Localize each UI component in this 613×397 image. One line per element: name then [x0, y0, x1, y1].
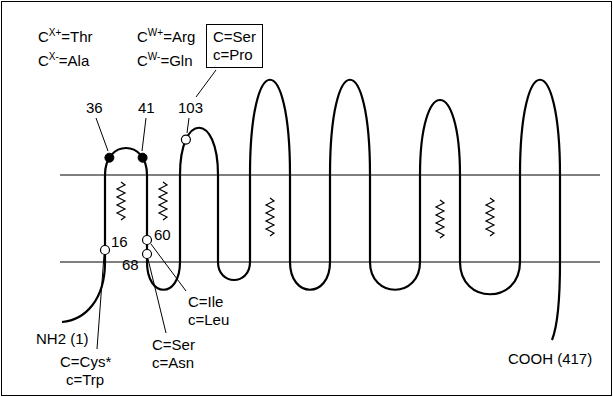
superscript-label: W-	[148, 51, 161, 62]
residue-number: 103	[178, 99, 203, 116]
leader-line	[97, 255, 104, 349]
zigzag-symbol	[266, 198, 274, 236]
allele-label: CX-=Ala	[38, 52, 89, 71]
leader-line	[151, 244, 186, 291]
residue-number: 41	[138, 99, 155, 116]
allele-box: C=Serc=Pro	[206, 24, 263, 68]
box-text: c=Pro	[213, 46, 256, 64]
residue-label: C	[137, 52, 148, 69]
allele-label: CW+=Arg	[137, 28, 195, 47]
residue-label: C=Ser	[152, 336, 195, 353]
superscript-label: X+	[49, 27, 62, 38]
residue-circle	[143, 250, 152, 259]
residue-label: c=Leu	[188, 311, 229, 328]
residue-label: =Gln	[160, 52, 192, 69]
residue-label: c=Trp	[66, 371, 104, 388]
residue-number: 36	[86, 99, 103, 116]
residue-label: C=Cys*	[60, 353, 111, 370]
residue-number: 60	[154, 226, 171, 243]
leader-line	[142, 118, 146, 151]
leader-line	[187, 118, 189, 133]
residue-circle	[181, 135, 190, 144]
zigzag-symbol	[486, 198, 494, 236]
residue-label: C	[38, 28, 49, 45]
zigzag-symbol	[159, 182, 167, 220]
residue-label: C=Ile	[188, 293, 223, 310]
leader-line	[196, 70, 216, 97]
residue-number: 16	[111, 233, 128, 250]
residue-label: c=Asn	[152, 354, 194, 371]
residue-label: C	[137, 28, 148, 45]
terminus-label: COOH (417)	[508, 350, 592, 367]
residue-circle	[101, 246, 110, 255]
protein-chain	[62, 80, 560, 340]
palmitoyl-symbols	[117, 182, 494, 238]
residue-label: =Arg	[163, 28, 195, 45]
allele-label: CX+=Thr	[38, 28, 93, 47]
terminus-label: NH2 (1)	[36, 330, 89, 347]
zigzag-symbol	[117, 182, 125, 220]
zigzag-symbol	[436, 200, 444, 238]
leader-line	[148, 259, 166, 333]
allele-label: CW-=Gln	[137, 52, 193, 71]
residue-circle	[143, 236, 152, 245]
superscript-label: W+	[148, 27, 163, 38]
residue-number: 68	[122, 256, 139, 273]
leader-line	[96, 118, 108, 151]
superscript-label: X-	[49, 51, 59, 62]
residue-dot	[138, 153, 147, 162]
residue-label: =Ala	[59, 52, 89, 69]
residue-label: =Thr	[61, 28, 92, 45]
residue-dot	[105, 153, 114, 162]
residue-label: C	[38, 52, 49, 69]
box-text: C=Ser	[213, 28, 256, 46]
